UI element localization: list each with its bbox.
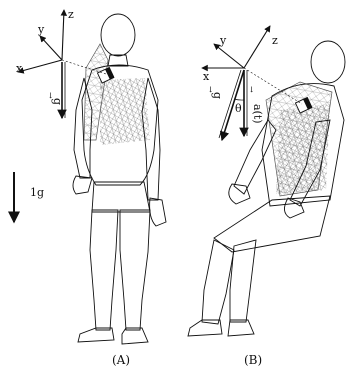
panel-label-b: (B) [244,353,262,367]
standing-human-mesh [73,14,166,344]
axis-label-x-a: x [16,62,23,75]
axis-label-x-b: x [203,70,210,83]
axis-label-y-b: y [219,34,227,47]
vector-arrow-g-a: → [46,92,55,99]
axis-label-z-b: z [272,34,278,47]
vector-arrow-a-b: → [247,86,256,93]
accel-label-a: a(t) [251,104,264,124]
angle-label-theta: θ [235,102,242,115]
vector-arrow-g-b: → [206,86,215,93]
axis-label-g-b: g [211,92,224,99]
axis-label-g-a: g [51,98,64,105]
axis-label-z-a: z [68,8,74,21]
panel-label-a: (A) [112,353,130,367]
scale-label: 1g [30,186,44,199]
panel-b: z y x g → θ a(t) → (B) [188,26,345,367]
axis-label-y-a: y [37,23,45,36]
